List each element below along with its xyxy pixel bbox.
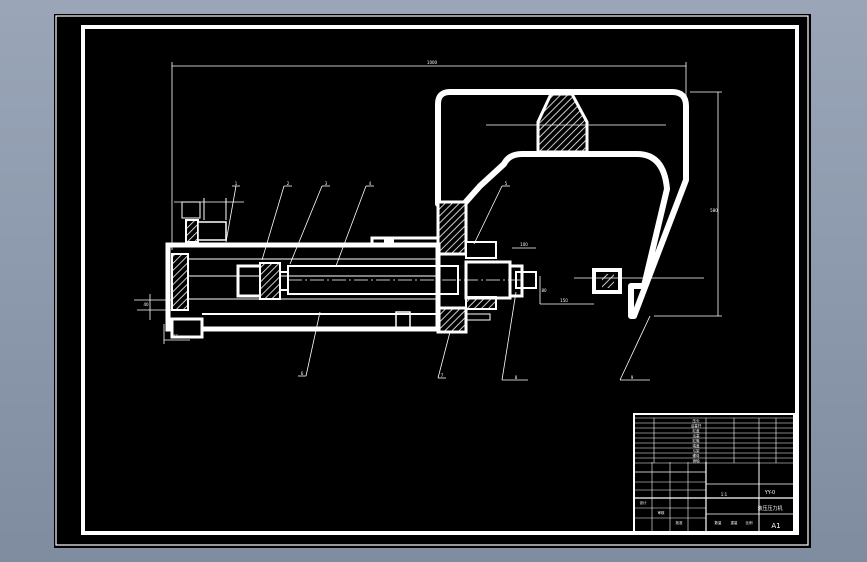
tb-qty-label: 数量 <box>715 520 723 525</box>
cad-drawing: 1000 580 100 150 80 40 55 1 2 3 4 5 6 7 … <box>55 15 809 546</box>
dim-bore: 40 <box>143 302 149 307</box>
tb-drawing-title: 液压压力机 <box>757 505 782 512</box>
tb-scale-label: 比例 <box>746 520 754 525</box>
parts-row-label: 弓架 <box>693 448 701 453</box>
parts-row-label: 端盖 <box>693 443 701 448</box>
parts-row-label: 活塞杆 <box>691 423 702 428</box>
drawing-sheet: 1000 580 100 150 80 40 55 1 2 3 4 5 6 7 … <box>54 14 811 548</box>
leader-2: 2 <box>287 181 290 186</box>
tb-weight-label: 重量 <box>731 520 739 525</box>
outer-frame <box>55 15 809 546</box>
parts-row-label: 活塞 <box>693 433 701 438</box>
leader-5: 5 <box>505 181 508 186</box>
cylinder-barrel <box>165 242 441 332</box>
parts-row-label: 销轴 <box>693 458 701 463</box>
piston <box>236 264 264 298</box>
tb-approver: 批准 <box>676 520 684 525</box>
dim-stroke: 100 <box>520 242 528 247</box>
leader-3: 3 <box>325 181 328 186</box>
parts-row-label: 螺母 <box>693 453 701 458</box>
parts-row-label: 缸筒 <box>693 438 701 443</box>
leader-9: 9 <box>631 375 634 380</box>
tb-sheet-size: A1 <box>771 522 780 530</box>
tb-checker: 审核 <box>658 510 666 515</box>
dim-pin-dia: 80 <box>541 288 547 293</box>
c-frame <box>435 89 689 319</box>
tb-scale: 1:1 <box>721 492 728 497</box>
parts-row-label: 压头 <box>693 418 701 423</box>
leader-4: 4 <box>369 181 372 186</box>
upper-jaw <box>536 92 589 154</box>
tb-drawing-number: YY-0 <box>764 490 776 496</box>
leader-6: 6 <box>301 371 304 376</box>
leader-8: 8 <box>515 375 518 380</box>
dim-left-offset: 55 <box>173 334 179 339</box>
leader-7: 7 <box>441 373 444 378</box>
dim-overall-length: 1000 <box>427 60 438 65</box>
end-cap <box>171 253 189 311</box>
leader-1: 1 <box>235 181 238 186</box>
parts-row-label: 缸盖 <box>693 428 701 433</box>
inner-frame <box>81 25 799 535</box>
tb-designer: 设计 <box>640 500 648 505</box>
dim-jaw-gap: 150 <box>560 298 568 303</box>
cylinder-head-block <box>436 200 468 256</box>
dim-overall-height: 580 <box>710 208 718 213</box>
